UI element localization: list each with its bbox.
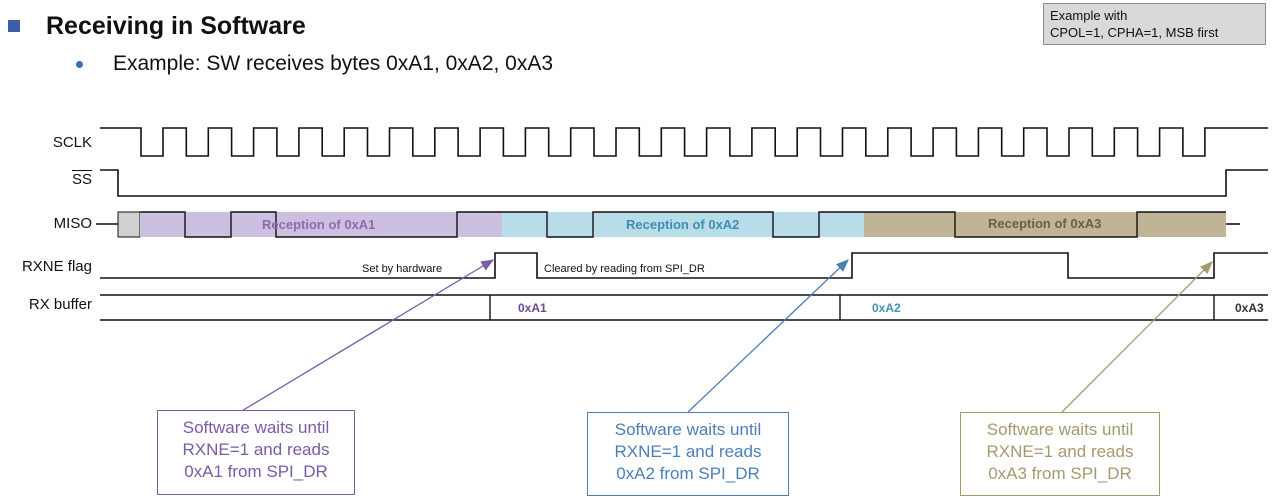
miso-label-a3: Reception of 0xA3: [988, 216, 1101, 231]
arrow-callout-a3: [1061, 261, 1213, 413]
miso-label-a2: Reception of 0xA2: [626, 217, 739, 232]
miso-bit-waveform: [140, 211, 1226, 238]
arrow-callout-a1: [239, 259, 495, 413]
signal-label-ss: SS: [0, 171, 92, 188]
miso-segment-a2: [502, 212, 864, 237]
callout-a3-line1: Software waits until: [986, 420, 1134, 439]
signal-label-sclk: SCLK: [52, 134, 92, 151]
miso-segment-a3: [864, 212, 1226, 237]
callout-a1: Software waits until RXNE=1 and reads 0x…: [157, 410, 355, 495]
signal-label-ss-text: SS: [71, 171, 92, 188]
miso-idle-box: [117, 211, 141, 238]
callout-a3-line3: 0xA3 from SPI_DR: [988, 464, 1132, 483]
callout-a2-line3: 0xA2 from SPI_DR: [616, 464, 760, 483]
signal-label-rxne: RXNE flag: [21, 258, 92, 275]
callout-a1-line1: Software waits until: [182, 418, 330, 437]
rxbuf-value-a1: 0xA1: [518, 301, 547, 315]
arrow-callout-a2: [687, 259, 849, 413]
callout-a3: Software waits until RXNE=1 and reads 0x…: [960, 412, 1160, 496]
rxbuf-value-a3: 0xA3: [1235, 301, 1264, 315]
callout-a1-line3: 0xA1 from SPI_DR: [184, 462, 328, 481]
slide-subtitle: Example: SW receives bytes 0xA1, 0xA2, 0…: [76, 52, 553, 76]
slide-subtitle-text: Example: SW receives bytes 0xA1, 0xA2, 0…: [113, 52, 554, 75]
example-note-line1: Example with: [1050, 8, 1128, 23]
rxbuf-value-a2: 0xA2: [872, 301, 901, 315]
callout-a3-line2: RXNE=1 and reads: [986, 442, 1134, 461]
callout-a2-line1: Software waits until: [614, 420, 762, 439]
slide-title-text: Receiving in Software: [46, 11, 306, 40]
slide-title: Receiving in Software: [8, 6, 306, 46]
rxne-set-label: Set by hardware: [362, 263, 442, 275]
rxne-clear-label: Cleared by reading from SPI_DR: [544, 263, 705, 275]
callout-a2-line2: RXNE=1 and reads: [614, 442, 762, 461]
sclk-waveform: [100, 127, 1268, 157]
round-bullet-icon: [76, 60, 83, 68]
callout-a1-line2: RXNE=1 and reads: [182, 440, 330, 459]
callout-a2: Software waits until RXNE=1 and reads 0x…: [587, 412, 789, 496]
miso-label-a1: Reception of 0xA1: [262, 217, 375, 232]
square-bullet-icon: [8, 20, 20, 32]
example-note-line2: CPOL=1, CPHA=1, MSB first: [1050, 25, 1219, 40]
ss-waveform: [100, 169, 1268, 197]
rxbuf-waveform: [100, 294, 1268, 321]
signal-label-rxbuf: RX buffer: [28, 296, 92, 313]
rxne-waveform: [100, 252, 1268, 279]
miso-segment-a1: [140, 212, 502, 237]
example-note: Example with CPOL=1, CPHA=1, MSB first: [1043, 3, 1266, 45]
signal-label-miso: MISO: [53, 215, 92, 232]
